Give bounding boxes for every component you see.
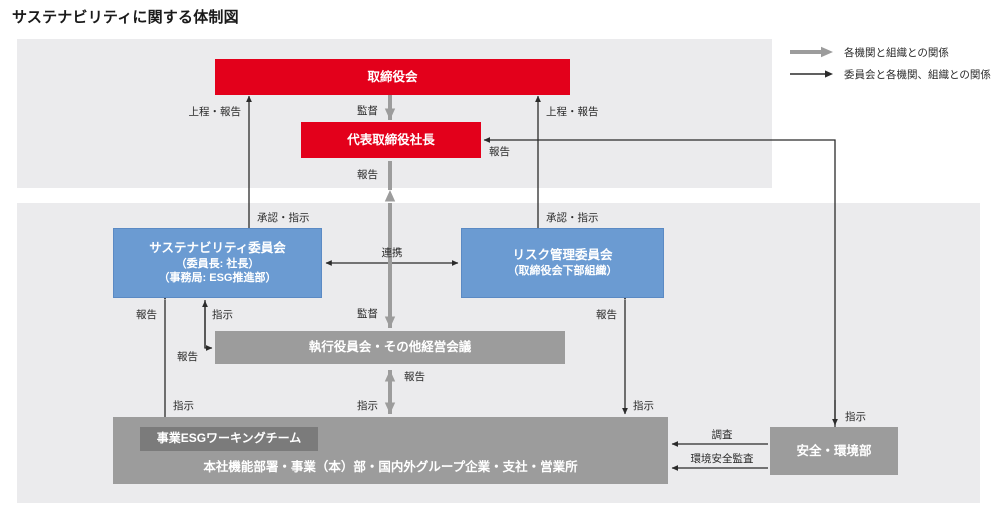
box-sustainability-line1: サステナビリティ委員会 — [149, 241, 286, 256]
page-title: サステナビリティに関する体制図 — [12, 9, 239, 26]
box-organizations-label: 本社機能部署・事業（本）部・国内外グループ企業・支社・営業所 — [203, 460, 578, 474]
legend-arrow-grey-icon — [790, 46, 833, 58]
label-president-to-board: 報告 — [357, 168, 378, 181]
label-president-exec-supervise: 監督 — [357, 307, 378, 320]
box-risk-line2: （取締役会下部組織） — [507, 264, 618, 277]
label-sus-to-exec-instruct: 指示 — [212, 308, 233, 321]
label-safety-survey: 調査 — [712, 428, 733, 441]
label-risk-to-board: 上程・報告 — [546, 105, 599, 118]
box-board-label: 取締役会 — [367, 69, 418, 84]
box-executive-label: 執行役員会・その他経営会議 — [308, 340, 472, 355]
box-president[interactable]: 代表取締役社長 — [301, 122, 481, 158]
box-sustainability-line2: （委員長: 社長） — [175, 257, 260, 270]
label-sus-org-report: 報告 — [136, 308, 157, 321]
box-working-team-label: 事業ESGワーキングチーム — [156, 431, 302, 446]
legend-arrow-black-icon — [790, 70, 833, 78]
box-sustainability-line3: （事務局: ESG推進部） — [158, 272, 277, 285]
label-board-to-sus: 承認・指示 — [257, 211, 310, 224]
box-safety-environment-dept[interactable]: 安全・環境部 — [770, 427, 898, 475]
label-sus-org-instruct: 指示 — [173, 399, 194, 412]
box-president-label: 代表取締役社長 — [347, 132, 435, 147]
box-executive-officers-meeting[interactable]: 執行役員会・その他経営会議 — [215, 331, 565, 364]
edge-sus-to-exec — [204, 300, 213, 351]
label-safety-audit: 環境安全監査 — [691, 452, 754, 465]
edge-labels: 監督 報告 上程・報告 上程・報告 承認・指示 承認・指示 報告 連携 監督 報… — [136, 104, 866, 465]
legend-item-agency-relation: 各機関と組織との関係 — [790, 41, 995, 63]
box-organizations[interactable]: 事業ESGワーキングチーム 本社機能部署・事業（本）部・国内外グループ企業・支社… — [113, 417, 668, 484]
label-risk-org-instruct: 指示 — [633, 399, 654, 412]
legend: 各機関と組織との関係 委員会と各機関、組織との関係 — [790, 41, 995, 85]
edge-safety-to-president — [483, 137, 836, 427]
box-business-esg-working-team[interactable]: 事業ESGワーキングチーム — [140, 427, 318, 451]
label-sus-risk-link: 連携 — [382, 246, 403, 259]
label-president-to-safety: 指示 — [845, 410, 866, 423]
label-exec-to-president: 報告 — [404, 370, 425, 383]
legend-label-agency-relation: 各機関と組織との関係 — [844, 46, 949, 59]
legend-label-committee-relation: 委員会と各機関、組織との関係 — [844, 68, 991, 81]
box-safety-label: 安全・環境部 — [796, 443, 872, 458]
box-board-of-directors[interactable]: 取締役会 — [215, 59, 570, 95]
label-board-to-president: 監督 — [357, 104, 378, 117]
legend-item-committee-relation: 委員会と各機関、組織との関係 — [790, 63, 995, 85]
box-sustainability-committee[interactable]: サステナビリティ委員会 （委員長: 社長） （事務局: ESG推進部） — [113, 228, 322, 298]
label-board-to-risk: 承認・指示 — [546, 211, 599, 224]
label-risk-org-report: 報告 — [596, 308, 617, 321]
label-exec-to-sus-report: 報告 — [177, 350, 198, 363]
label-exec-org-instruct: 指示 — [357, 399, 378, 412]
box-risk-management-committee[interactable]: リスク管理委員会 （取締役会下部組織） — [461, 228, 664, 298]
box-risk-line1: リスク管理委員会 — [512, 248, 613, 263]
label-sus-to-board: 上程・報告 — [189, 105, 242, 118]
label-safety-to-president: 報告 — [489, 145, 510, 158]
